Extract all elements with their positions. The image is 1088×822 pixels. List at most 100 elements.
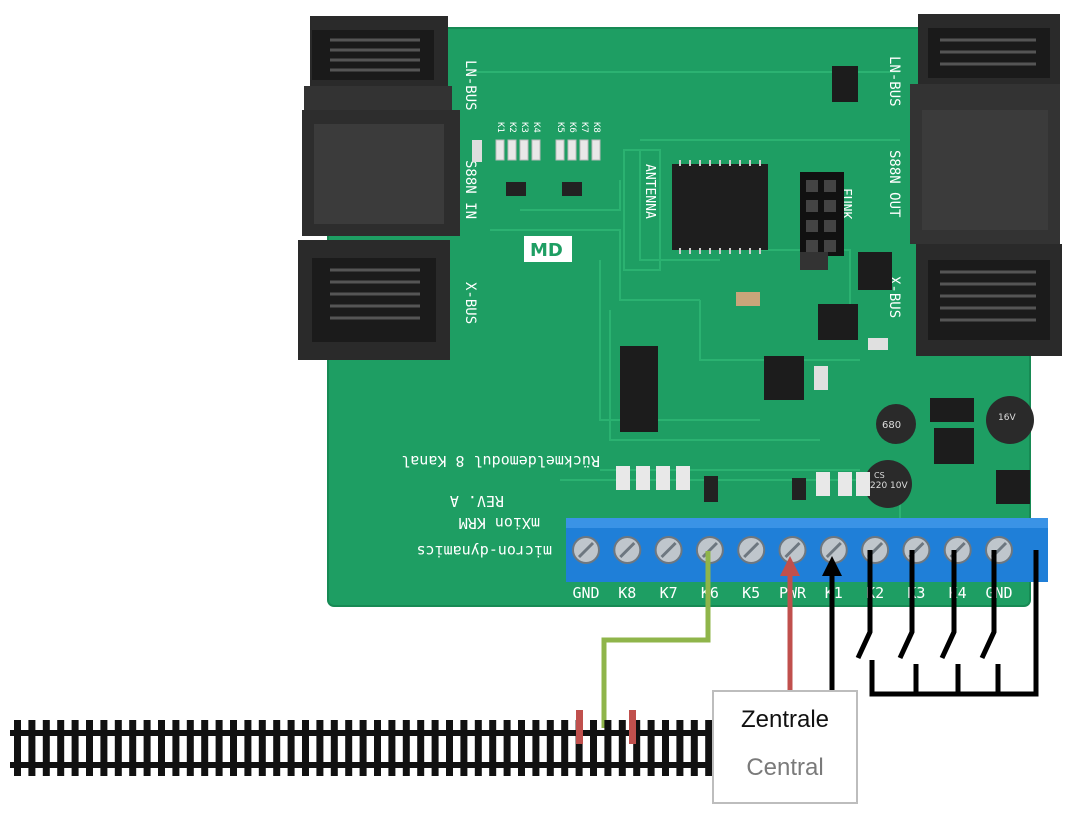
switch-k3 — [897, 550, 915, 660]
rail-sleeper — [561, 720, 569, 776]
led-label-k8: K8 — [591, 122, 601, 133]
terminal-label: PWR — [779, 584, 807, 602]
terminal-label: GND — [985, 584, 1012, 602]
rail-sleeper — [633, 720, 641, 776]
rail-sleeper — [143, 720, 151, 776]
logo-text: MD — [530, 240, 563, 261]
led-label-k3: K3 — [519, 122, 529, 133]
rail-sleeper — [201, 720, 209, 776]
terminal-label: K8 — [618, 584, 636, 602]
capacitor-value-a: 220 10V — [870, 481, 908, 491]
board-title: Rückmeldemodul 8 Kanal — [401, 452, 600, 470]
rail-sleeper — [57, 720, 65, 776]
led-label-k4: K4 — [531, 122, 541, 133]
rail-sleeper — [474, 720, 482, 776]
rail-sleeper — [662, 720, 669, 776]
ground-return — [869, 550, 1039, 697]
switch-k4 — [939, 550, 957, 660]
rail-sleeper — [431, 720, 439, 776]
capacitor-value-b: 16V — [998, 413, 1016, 423]
rail-sleeper — [647, 720, 655, 776]
rail-sleeper — [546, 720, 554, 776]
rail-sleeper — [42, 720, 50, 776]
rail-sleeper — [258, 720, 266, 776]
connector-x-bus-left — [298, 240, 450, 360]
led-label-k5: K5 — [555, 122, 565, 133]
label-s88n-out: S88N OUT — [886, 150, 902, 218]
capacitor-cs-label: CS — [874, 471, 885, 480]
funk-header — [800, 172, 844, 256]
rail-sleeper — [417, 720, 425, 776]
rail-sleeper — [676, 720, 684, 776]
terminal-label: K7 — [660, 584, 678, 602]
rail-sleeper — [114, 720, 122, 776]
rail-sleeper — [705, 720, 713, 776]
label-x-bus-left: X-BUS — [462, 282, 478, 324]
connector-s88-in — [302, 110, 460, 236]
terminal-label: GND — [572, 584, 599, 602]
rail-sleeper — [446, 720, 453, 776]
resistors — [616, 466, 870, 502]
connector-ln-bus-right — [918, 14, 1060, 88]
terminal-screw-slot — [701, 541, 718, 559]
rail-sleeper — [86, 720, 93, 776]
led-label-k6: K6 — [567, 122, 577, 133]
rail-sleeper — [158, 720, 165, 776]
signal-arrow — [822, 556, 842, 576]
rail-sleeper — [186, 720, 194, 776]
rail-sleeper — [316, 720, 324, 776]
rail-sleeper — [402, 720, 410, 776]
terminal-screw-slot — [743, 541, 760, 559]
board-model: mXion KRM — [459, 514, 540, 532]
terminal-screw-slot — [825, 541, 842, 559]
rail-sleeper — [100, 720, 108, 776]
md-logo: MD — [524, 236, 572, 262]
wires — [601, 550, 1039, 728]
feedback-wire-k6 — [601, 551, 711, 728]
connector-x-bus-right — [916, 244, 1062, 356]
rail-sleeper — [575, 720, 583, 776]
central-title: Zentrale — [740, 706, 830, 733]
central-station-box: Zentrale Central — [712, 690, 858, 804]
terminal-screw-slot — [784, 541, 801, 559]
terminal-label: K4 — [949, 584, 967, 602]
terminal-screw-slot — [660, 541, 677, 559]
rail-sleeper — [590, 720, 597, 776]
led-label-k7: K7 — [579, 122, 589, 133]
rail-sleeper — [28, 720, 36, 776]
led-label-k1: K1 — [495, 122, 505, 133]
label-ln-bus-right: LN-BUS — [886, 56, 902, 107]
terminal-screw-slot — [577, 541, 595, 559]
led-label-k2: K2 — [507, 122, 517, 133]
status-leds: K1 K2 K3 K4 K5 K6 K7 K8 — [472, 122, 601, 196]
rail-sleeper — [388, 720, 396, 776]
rail-sleeper — [503, 720, 511, 776]
components — [620, 66, 1034, 508]
rail-sleeper — [172, 720, 180, 776]
rail-sleeper — [359, 720, 367, 776]
connector-s88-out — [910, 84, 1060, 244]
label-s88n-in: S88N IN — [462, 160, 478, 219]
rail-sleeper — [374, 720, 381, 776]
board-brand: micron-dynamics — [417, 542, 552, 560]
rail-sleeper — [690, 720, 698, 776]
rail-sleeper — [215, 720, 223, 776]
rail-gap-marker-left — [576, 710, 583, 744]
rail-sleeper — [244, 720, 252, 776]
inductor-label: 680 — [882, 420, 901, 431]
label-ln-bus-left: LN-BUS — [462, 60, 478, 111]
switch-k5 — [979, 550, 997, 660]
rail-sleeper — [71, 720, 79, 776]
rail-sleeper — [460, 720, 468, 776]
pcb-board — [327, 27, 1031, 607]
rail-sleeper — [518, 720, 525, 776]
rail-sleeper — [604, 720, 612, 776]
central-subtitle: Central — [746, 754, 824, 781]
rail-sleeper — [618, 720, 626, 776]
rail-track — [10, 710, 720, 776]
rail-sleeper — [287, 720, 295, 776]
terminal-screw-slot — [619, 541, 636, 559]
microcontroller-chip — [672, 160, 768, 254]
switch-k2 — [855, 550, 873, 660]
